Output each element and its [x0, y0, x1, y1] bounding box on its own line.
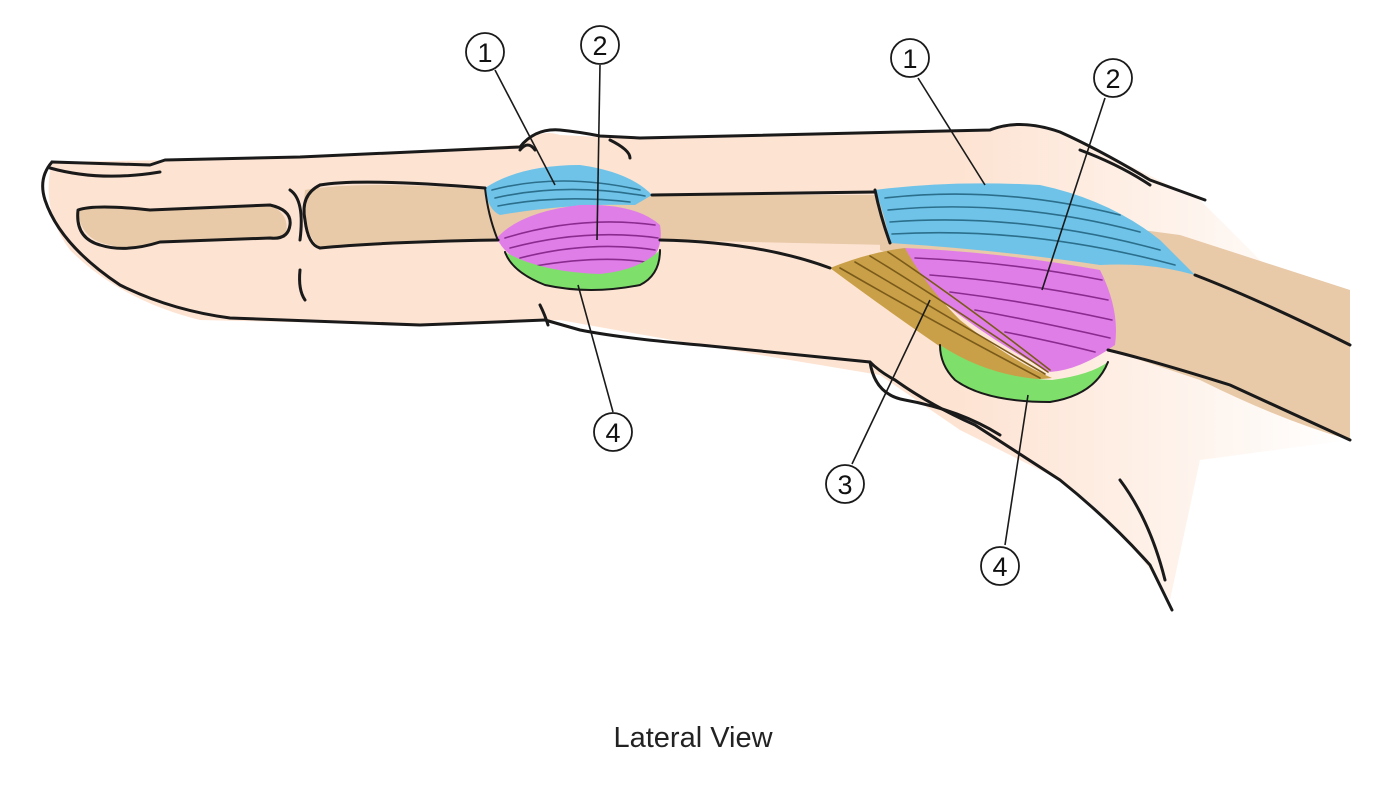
- callout-4-left: 4: [593, 412, 633, 452]
- callout-2-right-label: 2: [1105, 64, 1120, 94]
- callout-1-left-label: 1: [477, 38, 492, 68]
- structure-2-right: [905, 248, 1116, 372]
- structure-3-right-fibers: [839, 251, 1051, 379]
- callout-leaders: [494, 64, 1106, 546]
- callout-1-right-label: 1: [902, 44, 917, 74]
- finger-outline: [41, 122, 1352, 612]
- callout-1-right: 1: [890, 38, 930, 78]
- callout-4-left-label: 4: [605, 418, 620, 448]
- callout-4-right-label: 4: [992, 552, 1007, 582]
- callout-2-right: 2: [1093, 58, 1133, 98]
- structure-4-right: [940, 345, 1108, 402]
- structure-4-left-edge: [504, 249, 661, 291]
- structure-2-right-fibers: [914, 257, 1113, 353]
- callout-1-left: 1: [465, 32, 505, 72]
- structure-4-right-edge: [939, 344, 1109, 403]
- callout-2-left: 2: [580, 25, 620, 65]
- structure-1-left-fibers: [491, 180, 646, 207]
- callout-2-left-label: 2: [592, 31, 607, 61]
- distal-phalanx: [78, 205, 287, 248]
- callout-3-right-label: 3: [837, 470, 852, 500]
- structure-4-left: [505, 250, 660, 290]
- structure-2-left-fibers: [504, 221, 659, 267]
- structure-1-right-fibers: [884, 193, 1176, 266]
- diagram-caption: Lateral View: [613, 722, 773, 754]
- callout-3-right: 3: [825, 464, 865, 504]
- callout-4-right: 4: [980, 546, 1020, 586]
